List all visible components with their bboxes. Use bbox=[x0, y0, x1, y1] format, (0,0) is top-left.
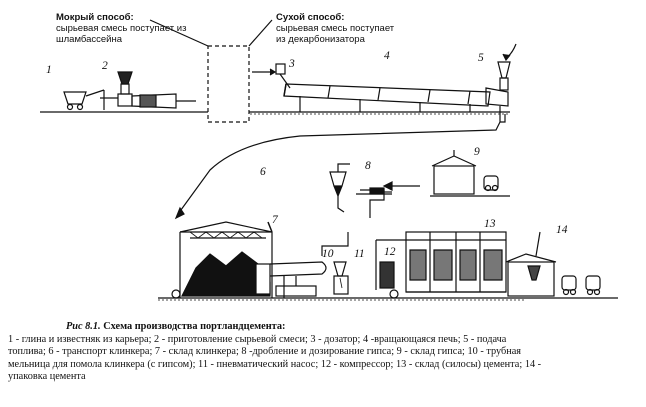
dosing-unit bbox=[252, 63, 291, 89]
caption-title-line: Рис 8.1. Схема производства портландцеме… bbox=[8, 321, 640, 334]
wet-process-title: Мокрый способ: bbox=[56, 12, 134, 23]
rotary-kiln bbox=[283, 83, 491, 112]
callout-line-dry bbox=[248, 19, 273, 47]
label-2: 2 bbox=[102, 60, 108, 72]
label-12: 12 bbox=[384, 246, 396, 258]
clinker-transport-line bbox=[177, 106, 501, 215]
tube-mill bbox=[269, 232, 349, 298]
label-8: 8 bbox=[365, 160, 371, 172]
label-6: 6 bbox=[260, 166, 266, 178]
label-9: 9 bbox=[474, 146, 480, 158]
label-11: 11 bbox=[354, 248, 365, 260]
wet-process-label: Мокрый способ: сырьевая смесь поступает … bbox=[56, 12, 186, 45]
label-10: 10 bbox=[322, 248, 334, 260]
label-7: 7 bbox=[272, 214, 278, 226]
label-14: 14 bbox=[556, 224, 568, 236]
compressor bbox=[375, 239, 406, 299]
label-1: 1 bbox=[46, 64, 52, 76]
caption-line-3: мельница для помола клинкера (с гипсом);… bbox=[8, 358, 542, 370]
figure-number: Рис 8.1. bbox=[66, 321, 101, 332]
figure-caption: Рис 8.1. Схема производства портландцеме… bbox=[8, 321, 640, 384]
figure-title: Схема производства портландцемента: bbox=[103, 321, 286, 332]
gypsum-warehouse bbox=[430, 150, 510, 197]
clinker-transport-arrow bbox=[174, 206, 185, 220]
dry-process-title: Сухой способ: bbox=[276, 12, 345, 23]
callout-line-wet bbox=[149, 19, 209, 47]
dry-process-text-2: из декарбонизатора bbox=[276, 34, 365, 45]
label-13: 13 bbox=[484, 218, 496, 230]
label-4: 4 bbox=[384, 50, 390, 62]
caption-line-2: топлива; 6 - транспорт клинкера; 7 - скл… bbox=[8, 346, 522, 358]
dashed-transfer-box bbox=[207, 45, 250, 123]
cement-silos bbox=[405, 231, 507, 293]
quarry-wagon bbox=[63, 89, 105, 111]
gypsum-crusher bbox=[329, 163, 392, 218]
clinker-warehouse bbox=[171, 221, 273, 299]
raw-mix-mill bbox=[100, 71, 196, 109]
label-5: 5 bbox=[478, 52, 484, 64]
cement-packing bbox=[505, 231, 601, 297]
pneumatic-pump bbox=[333, 261, 349, 295]
wet-process-text-2: шламбассейна bbox=[56, 34, 122, 45]
wet-process-text-1: сырьевая смесь поступает из bbox=[56, 23, 187, 34]
production-scheme-drawing bbox=[40, 19, 618, 301]
dry-process-label: Сухой способ: сырьевая смесь поступает и… bbox=[276, 12, 394, 45]
kiln-outlet-pipe bbox=[500, 114, 506, 123]
gypsum-input-arrow bbox=[382, 181, 393, 191]
caption-line-1: 1 - глина и известняк из карьера; 2 - пр… bbox=[8, 333, 507, 345]
fuel-feed bbox=[485, 43, 517, 107]
caption-line-4: упаковка цемента bbox=[8, 371, 86, 383]
dry-process-text-1: сырьевая смесь поступает bbox=[276, 23, 395, 34]
label-3: 3 bbox=[289, 58, 295, 70]
